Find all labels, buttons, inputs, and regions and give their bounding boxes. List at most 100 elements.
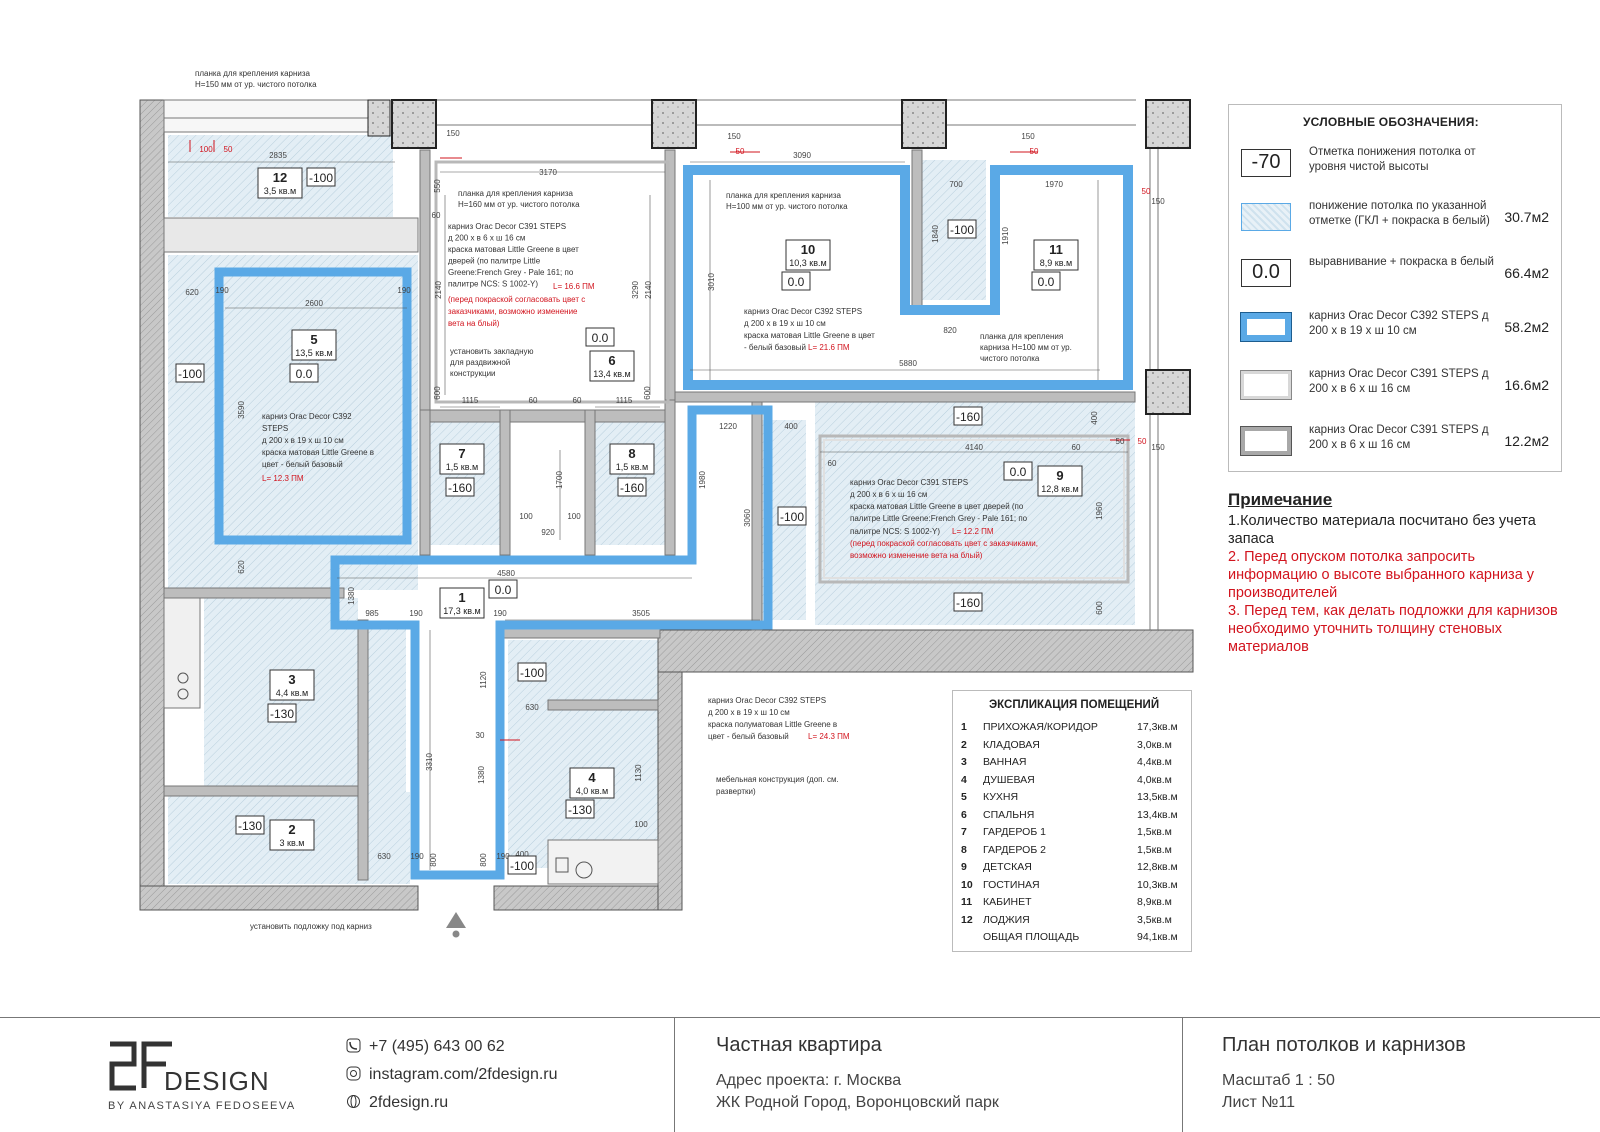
note-line: Н=160 мм от ур. чистого потолка [458, 200, 580, 209]
room-number: 11 [961, 896, 973, 908]
dimension-label: 1380 [477, 766, 486, 784]
ceiling-level-tag [175, 363, 205, 383]
ceiling-level: -130 [568, 803, 592, 817]
dimension-label: 3170 [539, 168, 557, 177]
room-area: 17,3 кв.м [443, 606, 480, 616]
room-name: КЛАДОВАЯ [983, 738, 1040, 751]
room-number: 7 [961, 826, 967, 838]
dimension-label: 30 [476, 731, 485, 740]
room-number: 9 [1056, 468, 1063, 483]
room-number: 8 [628, 446, 635, 461]
note-line: д 200 х в 6 х ш 16 см [448, 234, 525, 243]
room-area: 13,4кв.м [1137, 808, 1178, 821]
legend-text: Отметка понижения потолка от уровня чист… [1309, 146, 1476, 173]
dimension-label: 1910 [1001, 227, 1010, 245]
dimension-label: 2140 [434, 281, 443, 299]
dimension-label: 190 [397, 286, 411, 295]
ceiling-level-tag [267, 703, 297, 723]
note-line: карниз Orac Decor C391 STEPS [850, 478, 968, 487]
room-area: 8,9 кв.м [1040, 258, 1072, 268]
room-tag [569, 767, 615, 799]
note-line: планка для крепления карниза [726, 191, 842, 200]
dimension-label: 1380 [347, 587, 356, 605]
legend-item-cornice-c392: карниз Orac Decor C392 STEPS д 200 х в 1… [1237, 305, 1555, 349]
instagram-text: instagram.com/2fdesign.ru [369, 1066, 558, 1083]
dimension-label: 400 [1090, 411, 1099, 425]
note-line: Н=100 мм от ур. чистого потолка [726, 202, 848, 211]
legend-value: 16.6м2 [1504, 377, 1549, 393]
dimension-label: 2835 [269, 151, 287, 160]
ceiling-level: -100 [309, 171, 333, 185]
dimension-label: 150 [1151, 443, 1165, 452]
room-name: ПРИХОЖАЯ/КОРИДОР [983, 721, 1098, 733]
dimension-label: 150 [1151, 197, 1165, 206]
dimension-label: 3590 [237, 401, 246, 419]
ceiling-level: -100 [780, 510, 804, 524]
room-number: 1 [961, 721, 967, 733]
ceiling-level-tag [585, 327, 615, 347]
dimension-label: 550 [433, 179, 442, 193]
dimension-label: 100 [634, 820, 648, 829]
dimension-label: 50 [1116, 437, 1125, 446]
note-line: планка для крепления [980, 332, 1063, 341]
ceiling-level-tag [953, 406, 983, 426]
dimension-label: 400 [515, 850, 529, 859]
note-line: развертки) [716, 787, 756, 796]
dimension-label: 1980 [698, 471, 707, 489]
dimension-label: 50 [736, 147, 745, 156]
note-3: 3. Перед тем, как делать подложки для ка… [1228, 603, 1558, 655]
contact-site[interactable]: 2fdesign.ru [346, 1094, 448, 1112]
dimension-label: 60 [828, 459, 837, 468]
legend-symbol-level: -70 [1241, 149, 1291, 177]
ceiling-level-tag [777, 506, 807, 526]
room-area: 1,5 кв.м [446, 462, 478, 472]
columns [367, 99, 1191, 415]
room-number: 10 [961, 878, 973, 891]
room-number: 7 [458, 446, 465, 461]
note-line: д 200 х в 19 х ш 10 см [744, 319, 826, 328]
note-line: L= 16.6 ПМ [553, 282, 595, 291]
legend-text: понижение потолка по указанной отметке (… [1309, 200, 1490, 227]
dimension-label: 985 [365, 609, 379, 618]
dimension-label: 1130 [634, 764, 643, 782]
dimension-label: 190 [409, 609, 423, 618]
note-line: карниз Orac Decor C392 STEPS [708, 696, 826, 705]
contact-phone[interactable]: +7 (495) 643 00 62 [346, 1038, 505, 1056]
dimension-label: 60 [573, 396, 582, 405]
note-line: планка для крепления карниза [458, 189, 574, 198]
note-line: д 200 х в 19 х ш 10 см [262, 436, 344, 445]
room-tag [1037, 465, 1083, 497]
room-tag [589, 350, 635, 382]
ceiling-level: 0.0 [592, 331, 609, 345]
room-number: 8 [961, 843, 967, 856]
contact-instagram[interactable]: instagram.com/2fdesign.ru [346, 1066, 558, 1084]
legend-item-cornice-c391-a: карниз Orac Decor C391 STEPS д 200 х в 6… [1237, 363, 1555, 407]
room-number: 11 [1049, 242, 1063, 257]
logo-wordmark: DESIGN [164, 1066, 270, 1096]
dimension-label: 1700 [555, 471, 564, 489]
ceiling-level: 0.0 [495, 583, 512, 597]
dimension-label: 190 [493, 609, 507, 618]
dimension-label: 100 [519, 512, 533, 521]
site-text: 2fdesign.ru [369, 1094, 449, 1111]
ceiling-level-tag [781, 271, 811, 291]
dimension-label: 1960 [1095, 502, 1104, 520]
total-area: 94,1кв.м [1137, 931, 1178, 943]
room-tag [609, 443, 655, 475]
room-name: ВАННАЯ [983, 756, 1027, 768]
room-area: 13,5кв.м [1137, 791, 1178, 803]
ceiling-level: -100 [520, 666, 544, 680]
legend-value: 12.2м2 [1504, 433, 1549, 449]
ceiling-level-tag [488, 579, 518, 599]
note-line: (перед покраской согласовать цвет с зака… [850, 539, 1038, 548]
room-area: 1,5кв.м [1137, 843, 1172, 856]
ceiling-level: -130 [270, 707, 294, 721]
ceiling-level-tag [1003, 461, 1033, 481]
room-area: 1,5 кв.м [616, 462, 648, 472]
note-line: для раздвижной [450, 358, 510, 367]
globe-icon [346, 1094, 361, 1109]
ceiling-level: 0.0 [296, 367, 313, 381]
ceiling-level-tag [947, 219, 977, 239]
